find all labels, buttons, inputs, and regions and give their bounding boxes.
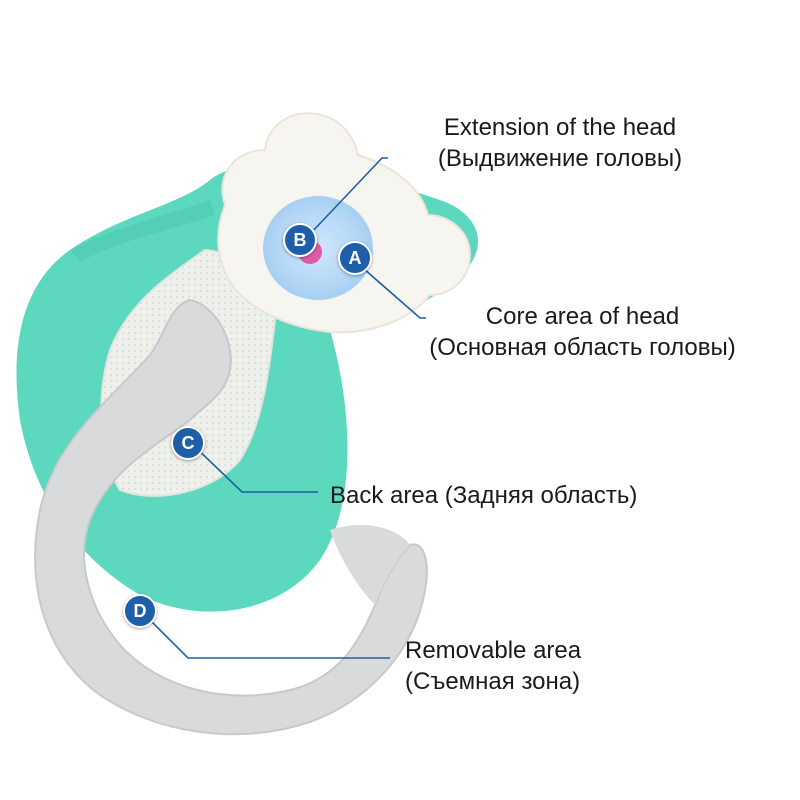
removable-pillow: [34, 298, 428, 736]
label-core: Core area of head (Основная область голо…: [400, 301, 765, 363]
label-back: Back area (Задняя область): [330, 480, 637, 511]
label-removable-en: Removable area: [405, 637, 582, 664]
marker-c: C: [171, 426, 205, 460]
leader-lines: [139, 157, 426, 659]
marker-d: D: [123, 594, 157, 628]
label-back-text: Back area (Задняя область): [330, 482, 638, 509]
label-core-ru: (Основная область головы): [429, 334, 736, 361]
marker-b: B: [283, 223, 317, 257]
label-removable: Removable area (Съемная зона): [405, 635, 581, 697]
mattress-rim: [70, 200, 215, 262]
label-extension: Extension of the head (Выдвижение головы…: [410, 112, 710, 174]
label-extension-ru: (Выдвижение головы): [437, 145, 683, 172]
label-core-en: Core area of head: [485, 303, 680, 330]
label-removable-ru: (Съемная зона): [405, 668, 581, 695]
label-extension-en: Extension of the head: [443, 114, 677, 141]
marker-a: A: [338, 241, 372, 275]
